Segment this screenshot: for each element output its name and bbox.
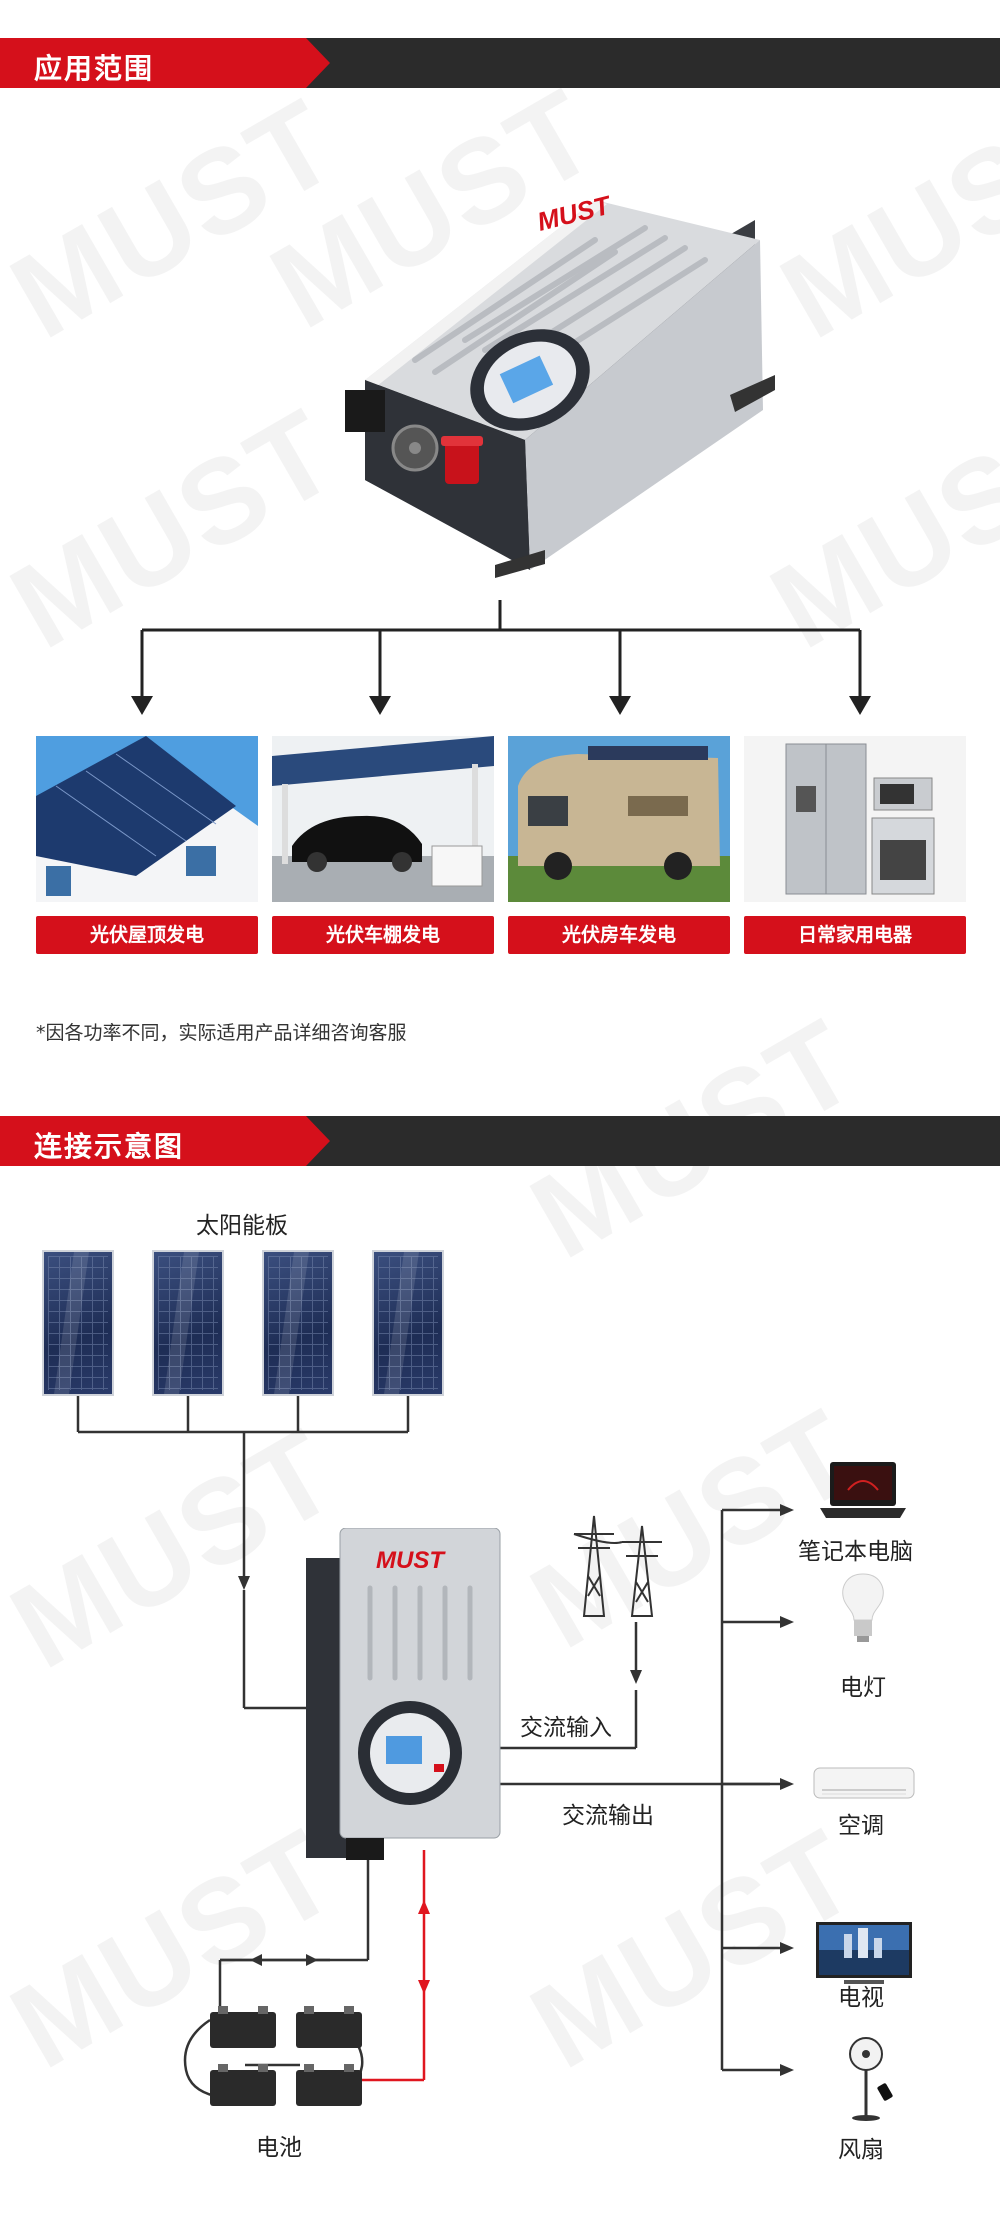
laptop-icon — [820, 1462, 906, 1518]
section-title: 连接示意图 — [34, 1130, 185, 1163]
fan-icon — [849, 2037, 893, 2121]
load-label: 空调 — [838, 1813, 884, 1839]
watermark-logo: MUST — [759, 72, 1000, 365]
connection-wiring — [76, 1396, 794, 2098]
application-label: 光伏车棚发电 — [272, 916, 494, 954]
air-conditioner-icon — [813, 1767, 915, 1799]
section-title: 应用范围 — [34, 52, 155, 85]
application-card-rooftop: 光伏屋顶发电 — [36, 736, 258, 954]
watermark-logo: MUST — [0, 72, 359, 365]
battery-bank-icon — [210, 2006, 362, 2106]
application-card-carport: 光伏车棚发电 — [272, 736, 494, 954]
solar-panel — [152, 1250, 224, 1396]
ac-input-label: 交流输入 — [520, 1715, 612, 1741]
application-label: 日常家用电器 — [744, 916, 966, 954]
footnote: *因各功率不同，实际适用产品详细咨询客服 — [36, 1022, 407, 1044]
application-card-appliances: 日常家用电器 — [744, 736, 966, 954]
home-appliances-icon — [744, 736, 966, 902]
rooftop-solar-icon — [36, 736, 258, 902]
solar-panel — [372, 1250, 444, 1396]
section-banner-connection: 连接示意图 — [0, 1116, 1000, 1166]
light-bulb-icon — [842, 1573, 884, 1642]
ac-output-label: 交流输出 — [562, 1803, 654, 1829]
load-label: 笔记本电脑 — [798, 1539, 913, 1565]
inverter-unit-icon: MUST — [306, 1528, 501, 1860]
battery-label: 电池 — [256, 2135, 302, 2161]
carport-solar-icon — [272, 736, 494, 902]
load-label: 电视 — [838, 1985, 884, 2011]
solar-panels-label: 太阳能板 — [196, 1213, 288, 1239]
load-label: 风扇 — [838, 2137, 884, 2163]
power-grid-tower-icon — [573, 1515, 662, 1617]
section-banner-applications: 应用范围 — [0, 38, 1000, 88]
rv-solar-icon — [508, 736, 730, 902]
solar-panel — [42, 1250, 114, 1396]
solar-panel — [262, 1250, 334, 1396]
tv-icon — [816, 1922, 912, 1984]
inverter-product-image: MUST — [345, 189, 775, 578]
product-logo: MUST — [376, 1547, 446, 1574]
application-label: 光伏屋顶发电 — [36, 916, 258, 954]
distribution-connector — [131, 600, 871, 715]
application-card-rv: 光伏房车发电 — [508, 736, 730, 954]
load-label: 电灯 — [840, 1675, 886, 1701]
application-label: 光伏房车发电 — [508, 916, 730, 954]
